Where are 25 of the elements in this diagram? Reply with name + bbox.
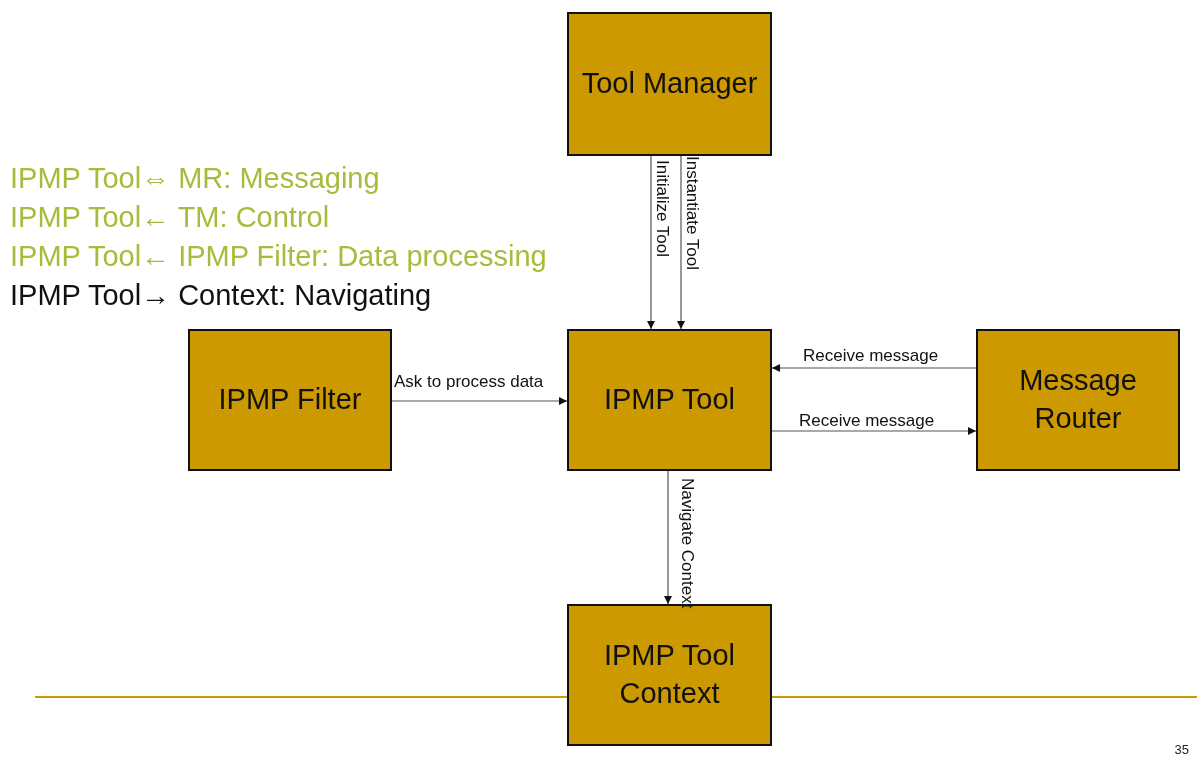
edge-label: Instantiate Tool xyxy=(682,156,702,271)
arrow xyxy=(771,364,977,372)
arrow xyxy=(647,155,655,330)
arrow xyxy=(677,155,685,330)
process-box xyxy=(976,329,1180,471)
process-box xyxy=(567,12,772,156)
relation-note: IPMP Tool→ Context: Navigating xyxy=(10,279,432,312)
arrow xyxy=(391,397,568,405)
page-number: 35 xyxy=(1174,742,1189,757)
process-box xyxy=(188,329,392,471)
edge-label: Receive message xyxy=(803,346,939,366)
box-label: Tool Manager xyxy=(581,66,758,102)
process-box xyxy=(567,329,772,471)
relation-note: IPMP Tool← TM: Control xyxy=(10,201,330,234)
box-label: IPMP Tool Context xyxy=(602,638,737,711)
edge-label: Receive message xyxy=(799,411,935,431)
edge-label: Initialize Tool xyxy=(652,160,672,258)
box-label: Message Router xyxy=(1018,363,1138,436)
relation-note: IPMP Tool⇔ MR: Messaging xyxy=(10,162,380,195)
arrow xyxy=(664,470,672,605)
relation-note: IPMP Tool← IPMP Filter: Data processing xyxy=(10,240,547,273)
edge-label: Ask to process data xyxy=(394,372,544,392)
box-label: IPMP Tool xyxy=(603,382,736,418)
arrow xyxy=(771,427,977,435)
box-label: IPMP Filter xyxy=(218,382,362,418)
